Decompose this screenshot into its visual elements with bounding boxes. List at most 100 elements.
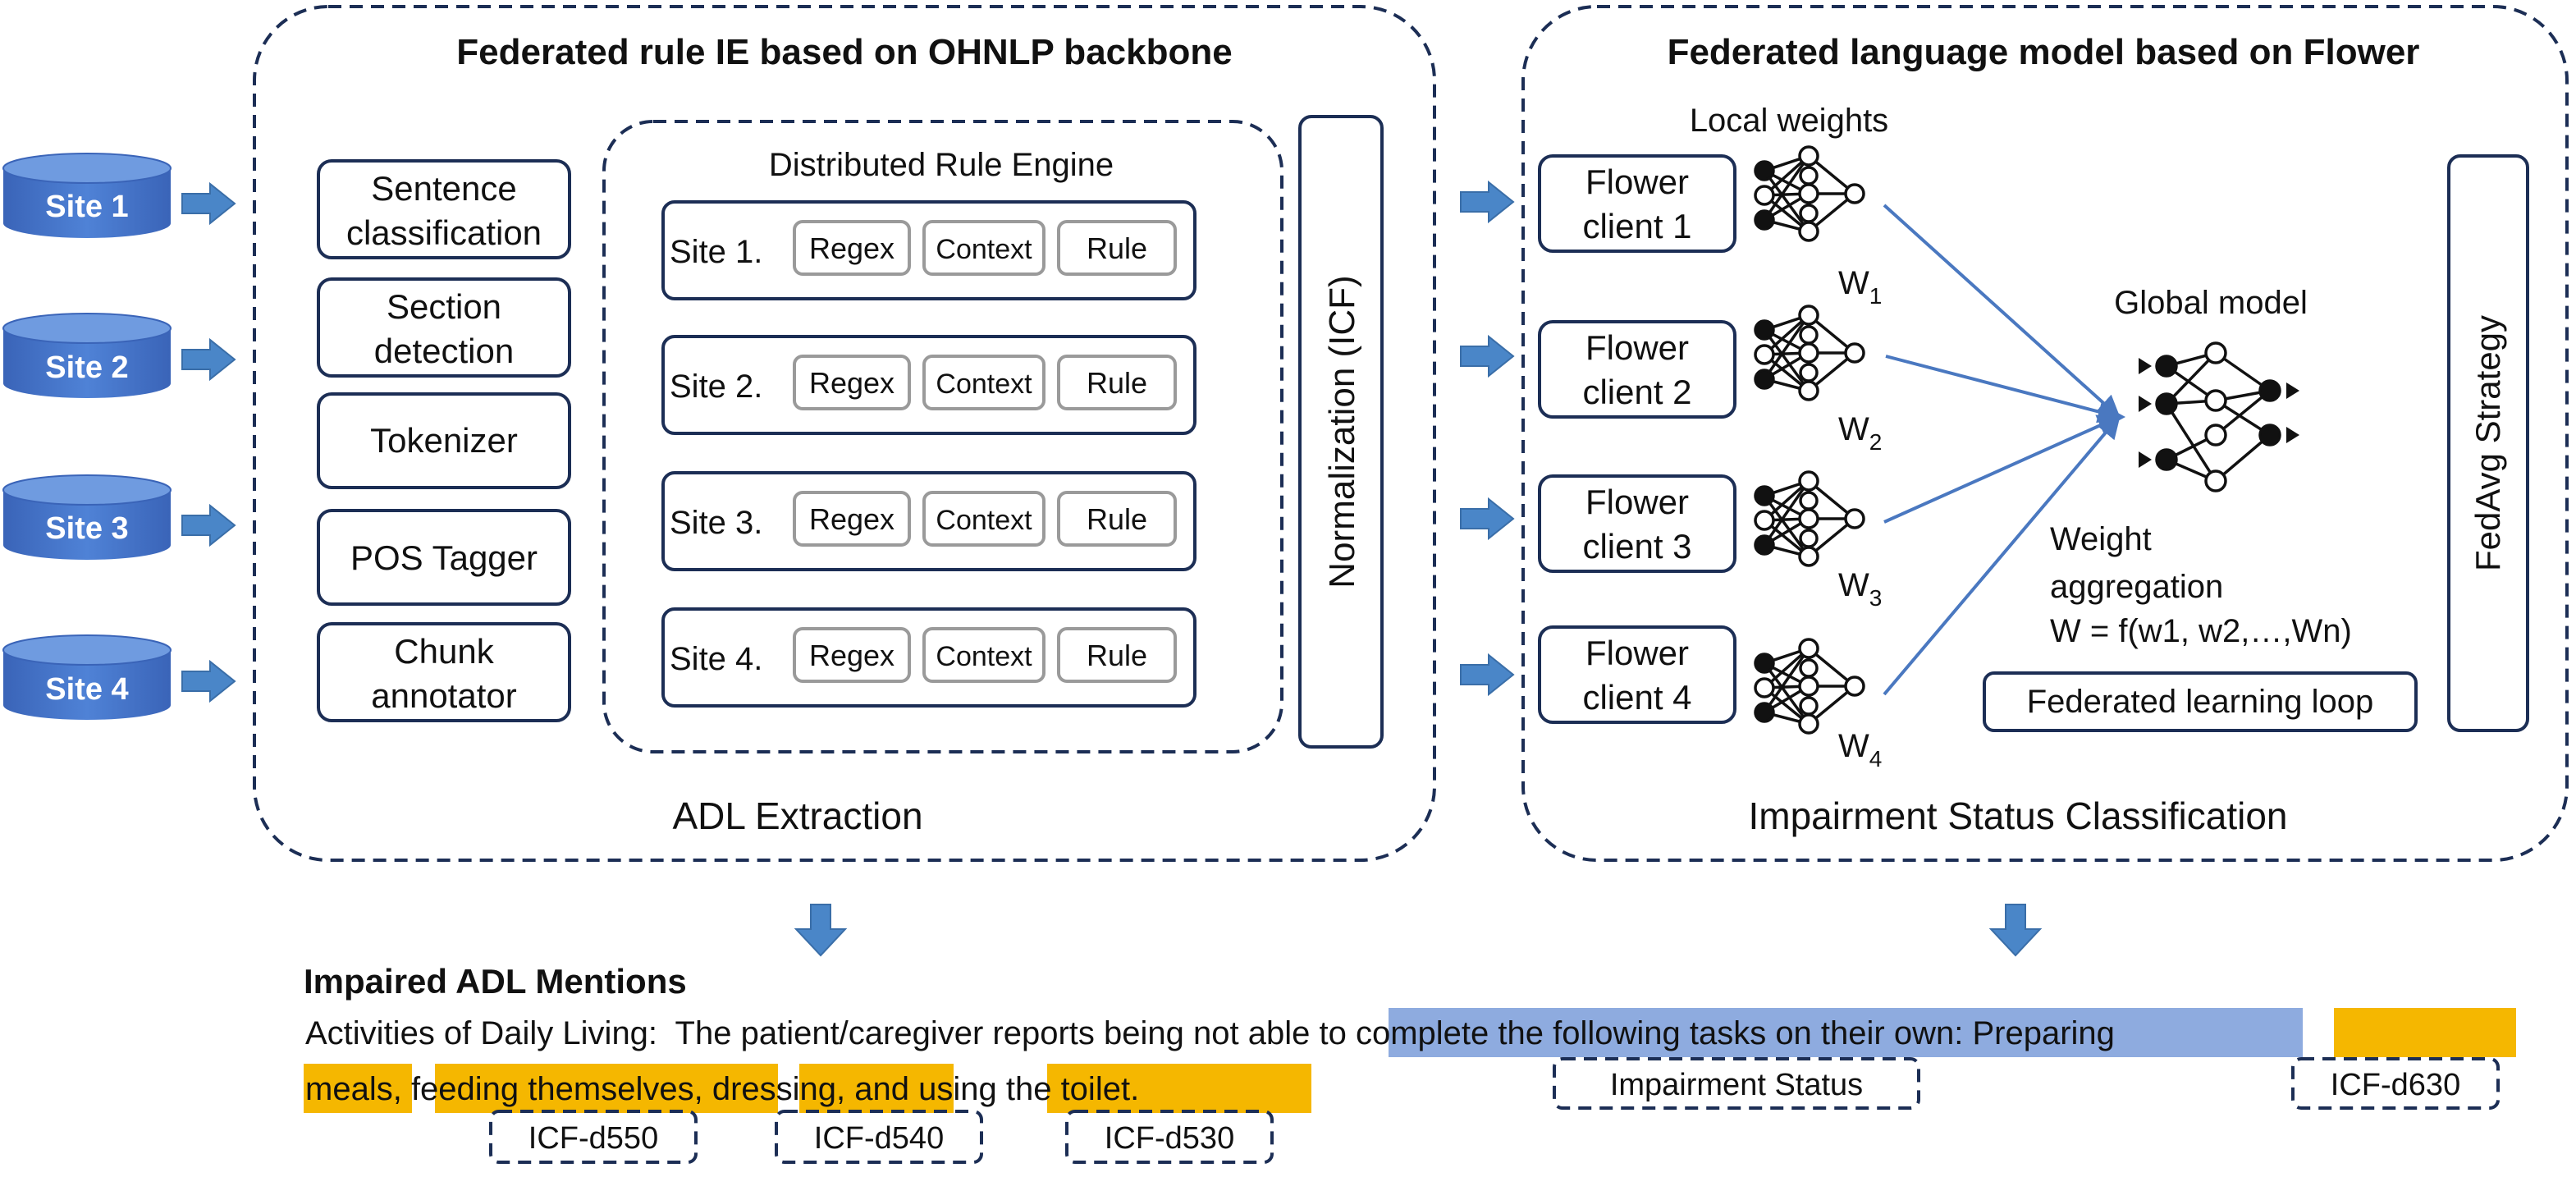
tag-icf-d630: ICF-d630 [2291, 1057, 2500, 1110]
context-chip: Context [936, 641, 1032, 672]
right-arrow-icon [1460, 180, 1515, 224]
pipeline-label: POS Tagger [350, 538, 538, 577]
pipeline-pos-tagger: POS Tagger [317, 509, 571, 606]
tag-icf-d550: ICF-d550 [489, 1110, 698, 1164]
client-label-line2: client 1 [1582, 207, 1691, 245]
weight-label-1: W1 [1838, 265, 1882, 309]
federated-rule-ie-panel [253, 5, 1436, 862]
link-client-1 [1883, 204, 2121, 419]
right-panel-footer: Impairment Status Classification [1748, 795, 2287, 837]
left-panel-footer: ADL Extraction [672, 795, 922, 837]
client-label-line1: Flower [1585, 328, 1689, 367]
site-4-database: Site 4 [2, 634, 172, 720]
engine-row-site-2: Site 2. Regex Context Rule [661, 335, 1196, 435]
adl-highlight [1047, 1064, 1311, 1113]
context-chip: Context [936, 505, 1032, 536]
aggregation-label-line2: aggregation [2050, 569, 2223, 605]
down-arrow-icon [794, 904, 848, 957]
down-arrow-icon [1988, 904, 2043, 957]
adl-highlight [435, 1064, 778, 1113]
local-networks [1754, 145, 1865, 735]
output-heading: Impaired ADL Mentions [304, 962, 687, 1001]
context-chip: Context [936, 234, 1032, 265]
rule-chip: Rule [1087, 639, 1147, 672]
pipeline-label-line1: Sentence [371, 169, 516, 208]
right-arrow-icon [1460, 497, 1515, 541]
rule-chip: Rule [1087, 231, 1147, 265]
adl-highlight [304, 1064, 412, 1113]
right-arrow-icon [181, 503, 236, 547]
engine-row-site: Site 2. [670, 369, 762, 405]
right-panel-title: Federated language model based on Flower [1668, 32, 2420, 72]
right-arrow-icon [181, 659, 236, 703]
distributed-rule-engine [602, 120, 1283, 753]
right-arrow-icon [181, 337, 236, 382]
local-weights-label: Local weights [1690, 103, 1888, 139]
pipeline-label-line1: Section [387, 287, 501, 326]
pipeline-sentence-classification: Sentence classification [317, 159, 571, 259]
tag-label: ICF-d550 [528, 1121, 658, 1156]
right-arrow-icon [1460, 653, 1515, 697]
pipeline-label-line2: detection [374, 332, 514, 370]
left-panel-title: Federated rule IE based on OHNLP backbon… [456, 32, 1232, 72]
tag-label: ICF-d530 [1105, 1121, 1234, 1156]
client-label-line1: Flower [1585, 163, 1689, 201]
fedavg-strategy-box: FedAvg Strategy [2447, 154, 2529, 732]
normalization-label: Normalization (ICF) [1322, 275, 1362, 588]
tag-label: ICF-d630 [2331, 1068, 2460, 1102]
output-line-2: meals, feeding themselves, dressing, and… [305, 1071, 1139, 1107]
tag-icf-d540: ICF-d540 [775, 1110, 983, 1164]
tag-impairment-status: Impairment Status [1553, 1057, 1920, 1110]
site-label: Site 1 [45, 190, 128, 224]
site-label: Site 2 [45, 350, 128, 385]
local-network-icon [1754, 305, 1865, 401]
loop-label: Federated learning loop [2027, 684, 2374, 720]
right-arrow-icon [1460, 334, 1515, 378]
pipeline-chunk-annotator: Chunk annotator [317, 622, 571, 722]
rule-chip: Rule [1087, 366, 1147, 400]
engine-row-site-1: Site 1. Regex Context Rule [661, 200, 1196, 300]
aggregation-formula: W = f(w1, w2,…,Wn) [2050, 613, 2352, 649]
weight-label-2: W2 [1838, 411, 1882, 455]
regex-chip: Regex [809, 231, 895, 265]
rule-chip: Rule [1087, 502, 1147, 536]
tag-label: ICF-d540 [814, 1121, 944, 1156]
pipeline-section-detection: Section detection [317, 277, 571, 378]
adl-highlight [2334, 1008, 2516, 1057]
engine-row-site: Site 3. [670, 505, 762, 541]
federated-learning-loop-box: Federated learning loop [1983, 671, 2418, 732]
site-label: Site 4 [45, 672, 128, 707]
adl-highlight [799, 1064, 954, 1113]
flower-client-3: Flower client 3 [1538, 474, 1736, 573]
local-network-icon [1754, 470, 1865, 567]
pipeline-label-line2: classification [346, 213, 542, 252]
output-line-1: Activities of Daily Living: The patient/… [305, 1015, 2115, 1051]
local-network-icon [1754, 145, 1865, 242]
client-label-line2: client 2 [1582, 373, 1691, 411]
engine-title: Distributed Rule Engine [769, 147, 1114, 183]
tag-icf-d530: ICF-d530 [1065, 1110, 1274, 1164]
link-client-2 [1885, 355, 2121, 424]
weight-label-4: W4 [1838, 728, 1882, 772]
site-1-database: Site 1 [2, 153, 172, 238]
right-arrow-icon [181, 181, 236, 226]
link-client-3 [1883, 414, 2121, 524]
aggregation-hub [2104, 405, 2125, 428]
site-label: Site 3 [45, 511, 128, 546]
flower-client-1: Flower client 1 [1538, 154, 1736, 253]
engine-row-site: Site 1. [670, 234, 762, 270]
status-highlight [1389, 1008, 2303, 1057]
pipeline-label-line1: Chunk [394, 632, 494, 671]
engine-row-site-4: Site 4. Regex Context Rule [661, 607, 1196, 708]
link-client-4 [1883, 414, 2121, 696]
site-2-database: Site 2 [2, 313, 172, 398]
client-label-line2: client 4 [1582, 678, 1691, 717]
pipeline-label: Tokenizer [370, 421, 518, 460]
site-3-database: Site 3 [2, 474, 172, 560]
client-label-line1: Flower [1585, 634, 1689, 672]
flower-client-4: Flower client 4 [1538, 625, 1736, 724]
global-model-label: Global model [2114, 285, 2308, 321]
client-label-line1: Flower [1585, 483, 1689, 521]
strategy-label: FedAvg Strategy [2468, 315, 2507, 571]
pipeline-label-line2: annotator [371, 676, 516, 715]
